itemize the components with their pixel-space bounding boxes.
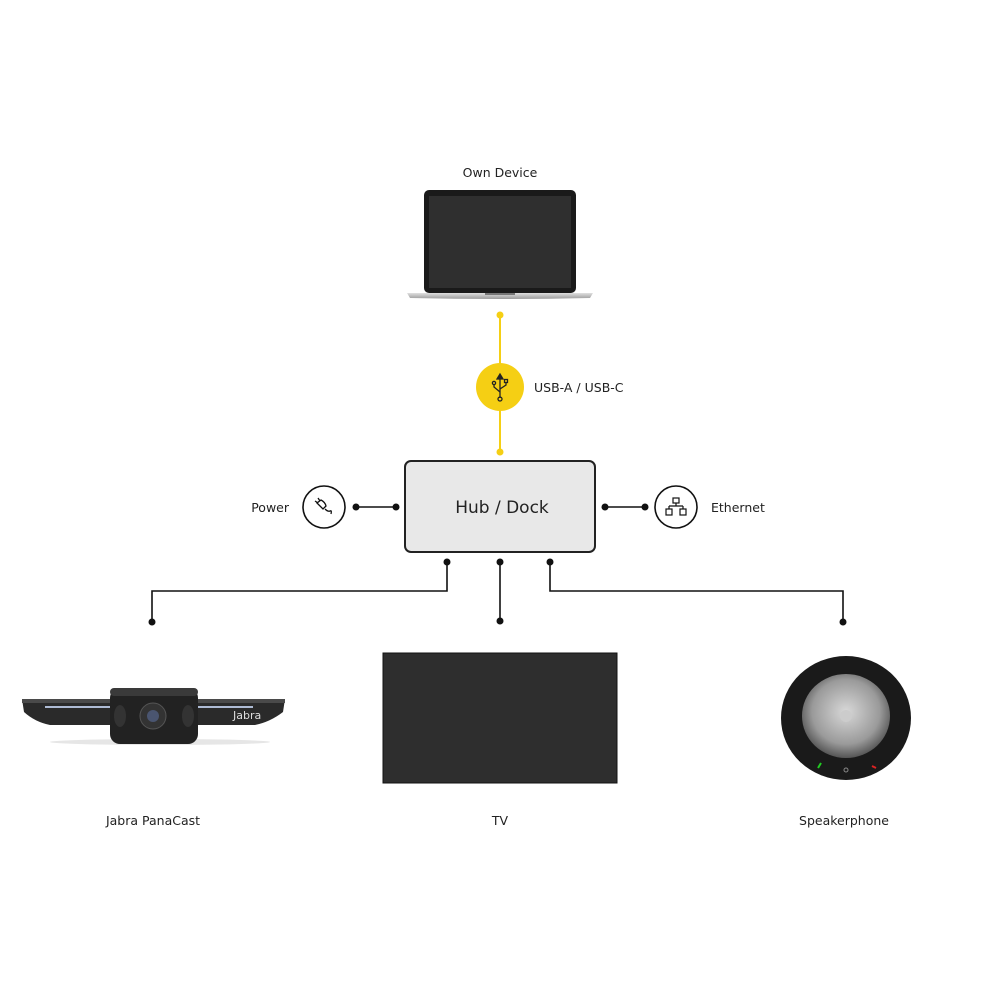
ethernet-connector — [601, 503, 649, 511]
tv-image — [382, 652, 618, 784]
usb-icon — [491, 372, 509, 402]
usb-connection — [476, 311, 524, 456]
usb-label: USB-A / USB-C — [534, 380, 624, 395]
tv-label: TV — [491, 813, 509, 828]
jabra-logo: Jabra — [232, 709, 261, 722]
device-connectors — [151, 562, 844, 622]
power-label: Power — [251, 500, 290, 515]
speakerphone-label: Speakerphone — [799, 813, 889, 828]
power-plug-icon — [314, 497, 332, 515]
ethernet-label: Ethernet — [711, 500, 765, 515]
hub-dock-box — [404, 460, 596, 553]
ethernet-icon-circle — [654, 485, 698, 529]
own-device-label: Own Device — [463, 165, 538, 180]
speakerphone-image — [781, 656, 911, 780]
panacast-label: Jabra PanaCast — [105, 813, 200, 828]
laptop-image — [407, 190, 593, 299]
power-icon-circle — [302, 485, 346, 529]
panacast-camera-image: Jabra — [22, 688, 285, 745]
speakerphone-connector — [549, 562, 844, 622]
network-icon — [665, 497, 687, 516]
hub-dock-label: Hub / Dock — [455, 498, 549, 518]
camera-connector — [151, 562, 448, 622]
power-connector — [352, 503, 400, 511]
